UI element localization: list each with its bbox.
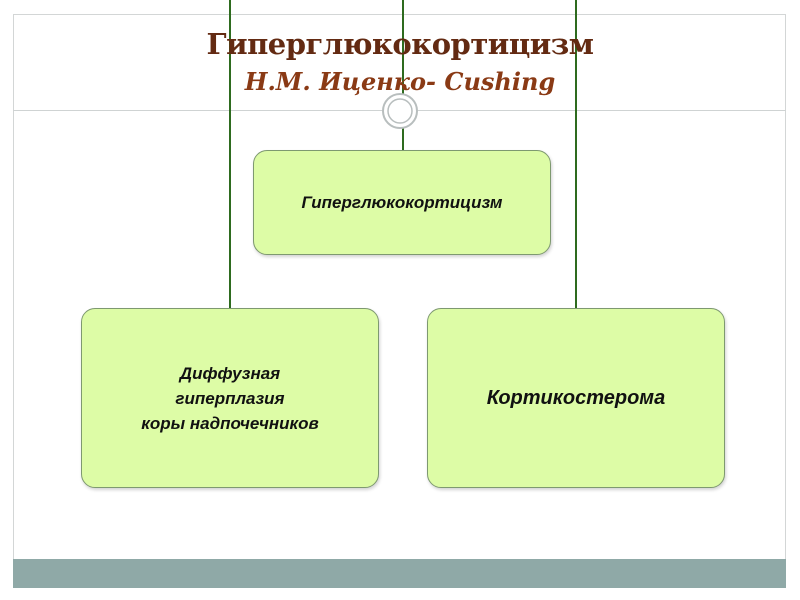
ring-ornament-inner	[387, 98, 413, 124]
footer-bar	[13, 559, 786, 588]
slide-subtitle: Н.М. Иценко- Cushing	[244, 67, 556, 96]
node-right-label: Кортикостерома	[486, 387, 666, 409]
node-corticosteroma: Кортикостерома	[427, 308, 725, 488]
node-root-label: Гиперглюкокортицизм	[301, 192, 503, 212]
node-left-line: Диффузная	[179, 363, 281, 383]
slide-title: Гиперглюкокортицизм	[206, 27, 594, 61]
node-diffuse-hyperplasia: Диффузная гиперплазия коры надпочечников	[81, 308, 379, 488]
node-root: Гиперглюкокортицизм	[253, 150, 551, 255]
node-left-line: коры надпочечников	[141, 413, 319, 433]
node-left-line: гиперплазия	[175, 388, 285, 408]
